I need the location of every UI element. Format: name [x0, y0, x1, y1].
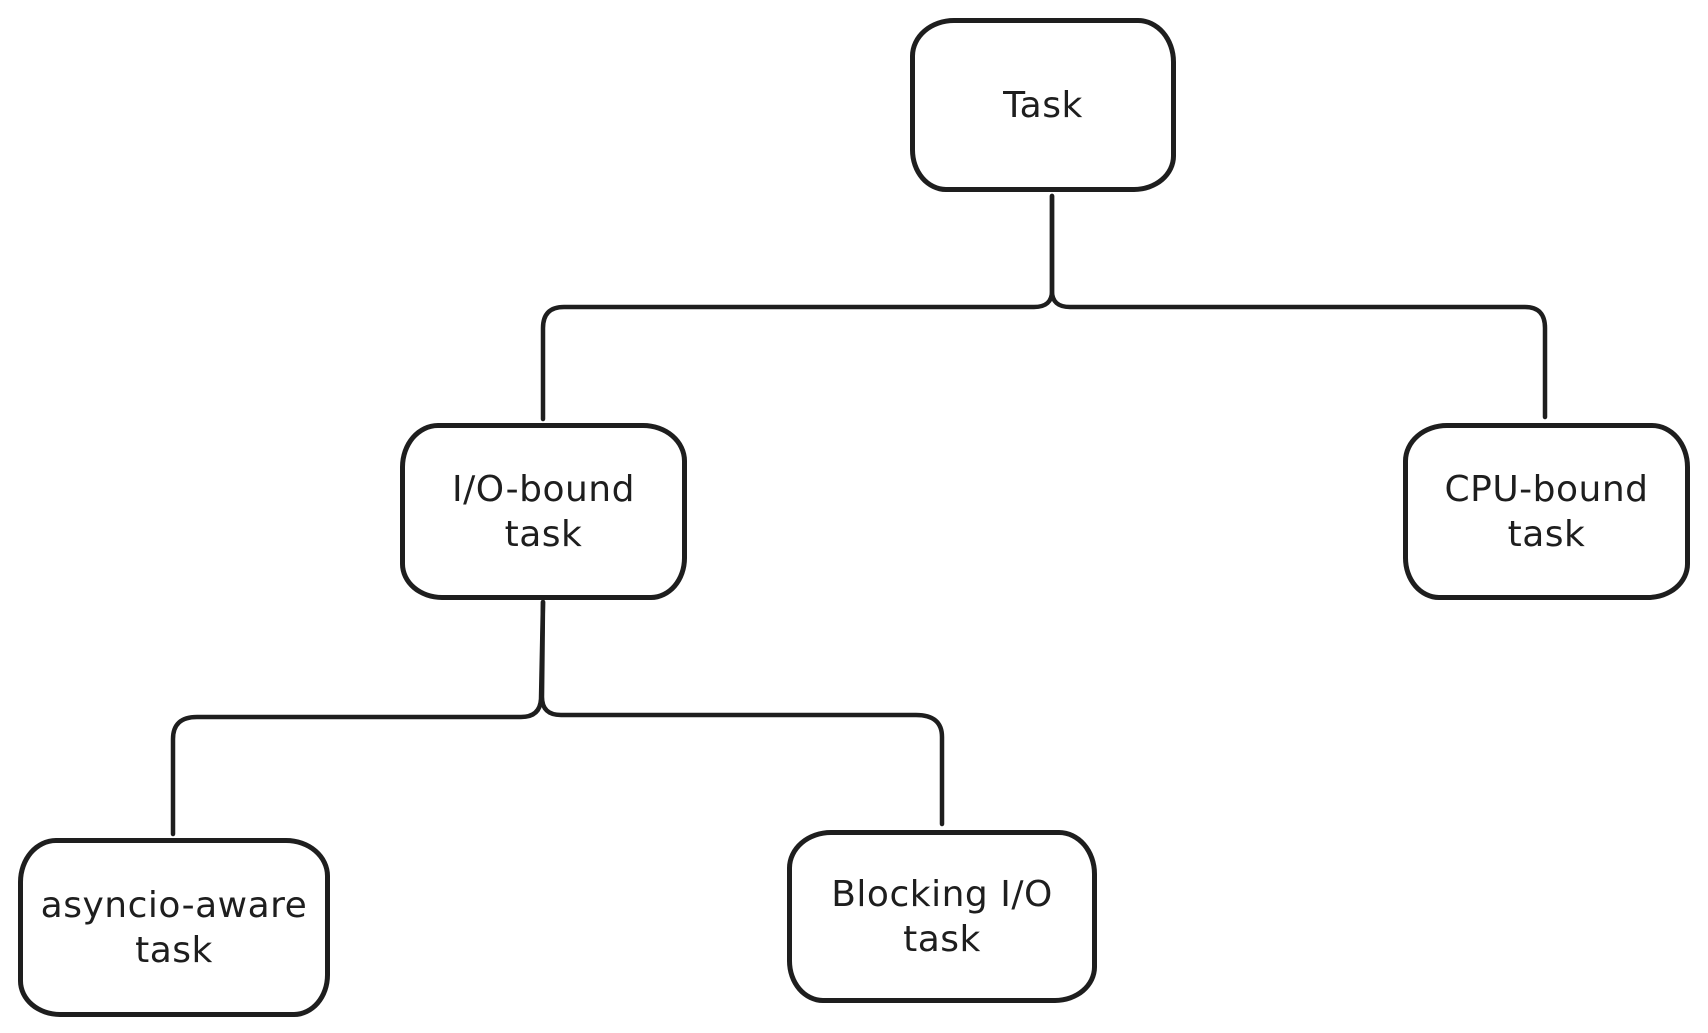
node-io-bound-task-label-line2: task [504, 513, 583, 555]
edge-task-to-cpu-bound [1049, 193, 1548, 420]
node-blocking-io-task: Blocking I/O task [787, 830, 1097, 1003]
edge-io-bound-to-asyncio-aware [170, 599, 546, 837]
edge-io-bound-to-blocking-io [539, 599, 945, 827]
node-io-bound-task: I/O-bound task [400, 423, 687, 600]
node-blocking-io-task-label-line1: Blocking I/O [831, 873, 1053, 915]
node-cpu-bound-task: CPU-bound task [1403, 423, 1690, 600]
node-asyncio-aware-task-label-line2: task [135, 929, 213, 971]
node-asyncio-aware-task-label-line1: asyncio-aware [40, 884, 308, 926]
node-io-bound-task-label-line1: I/O-bound [452, 468, 635, 510]
edge-task-to-io-bound [540, 193, 1055, 422]
node-task-label: Task [1003, 84, 1083, 126]
node-task: Task [910, 18, 1176, 192]
node-blocking-io-task-label-line2: task [903, 918, 981, 960]
node-cpu-bound-task-label-line2: task [1507, 513, 1586, 555]
node-asyncio-aware-task: asyncio-aware task [18, 838, 330, 1017]
node-cpu-bound-task-label-line1: CPU-bound [1444, 468, 1649, 510]
